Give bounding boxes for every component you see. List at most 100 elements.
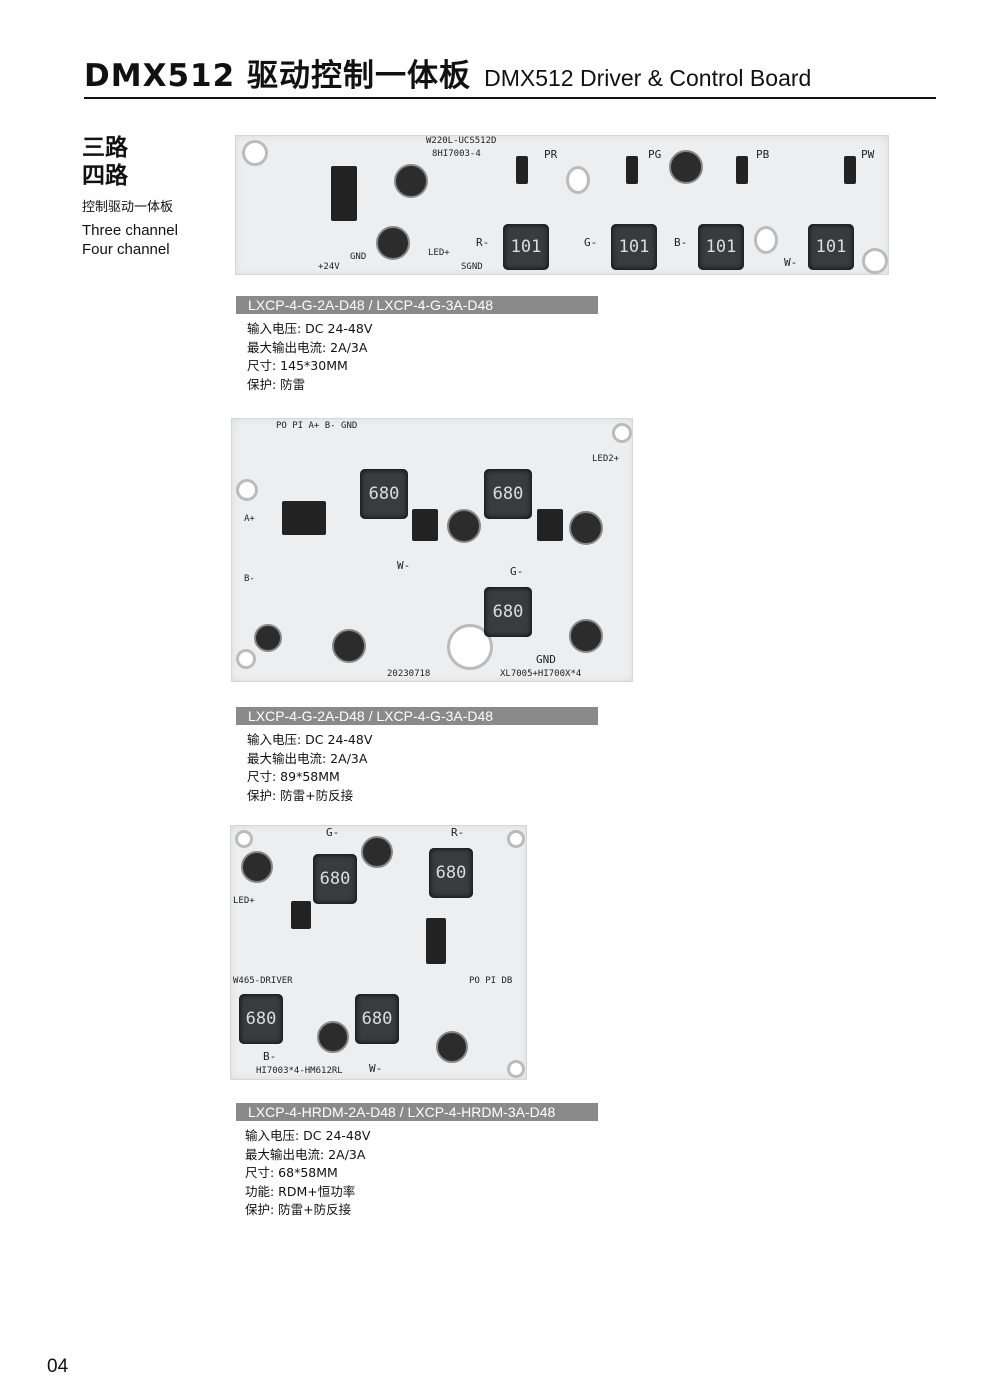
spec-input-voltage: 输入电压: DC 24-48V: [247, 732, 373, 747]
mount-hole: [236, 649, 256, 669]
spec-protection: 保护: 防雷+防反接: [245, 1202, 352, 1217]
spec-protection: 保护: 防雷: [247, 376, 306, 392]
pcb-label: PG: [648, 148, 662, 161]
capacitor: [254, 624, 282, 652]
mount-hole: [754, 226, 778, 254]
pcb-image-2: PO PI A+ B- GND 680 680 680 20230718 XL7…: [231, 418, 633, 682]
pcb-label: R-: [451, 826, 465, 839]
mount-hole: [507, 1060, 525, 1078]
inductor: 680: [355, 994, 399, 1044]
spec-max-current: 最大输出电流: 2A/3A: [247, 339, 368, 355]
spec-input-voltage: 输入电压: DC 24-48V: [247, 321, 373, 336]
capacitor: [332, 629, 366, 663]
ic-chip: [412, 509, 438, 541]
pcb-label: G-: [510, 565, 524, 578]
pcb-label: B-: [263, 1050, 277, 1063]
mount-hole: [566, 166, 590, 194]
spec-size: 尺寸: 68*58MM: [245, 1165, 338, 1180]
inductor: 680: [360, 469, 408, 519]
inductor: 101: [611, 224, 657, 270]
spec-size: 尺寸: 145*30MM: [247, 358, 348, 373]
pcb-label: GND: [536, 653, 556, 666]
section-en2: Four channel: [82, 241, 170, 258]
diode: [626, 156, 638, 184]
board-code: W220L-UCS512D: [426, 136, 497, 146]
capacitor: [241, 851, 273, 883]
diode: [516, 156, 528, 184]
pcb-label: +24V: [318, 262, 340, 272]
pcb-label: W-: [784, 256, 798, 269]
capacitor: [361, 836, 393, 868]
inductor: 101: [698, 224, 744, 270]
inductor: 680: [313, 854, 357, 904]
spec-list-2: 输入电压: DC 24-48V 最大输出电流: 2A/3A 尺寸: 89*58M…: [247, 731, 372, 805]
pcb-image-1: W220L-UCS512D 8HI7003-4 101 101 101 101 …: [235, 135, 889, 275]
capacitor: [394, 164, 428, 198]
ic-chip: [331, 166, 357, 221]
header-divider: [84, 97, 936, 99]
inductor: 680: [239, 994, 283, 1044]
mount-hole: [862, 248, 888, 274]
title-en: DMX512 Driver & Control Board: [484, 65, 812, 91]
pcb-label: PO PI A+ B- GND: [276, 421, 358, 431]
capacitor: [376, 226, 410, 260]
pcb-label: GND: [350, 252, 367, 262]
capacitor: [569, 619, 603, 653]
capacitor: [436, 1031, 468, 1063]
model-bar-2: LXCP-4-G-2A-D48 / LXCP-4-G-3A-D48: [236, 707, 598, 725]
board-code: XL7005+HI700X*4: [500, 669, 582, 679]
ic-chip: [291, 901, 311, 929]
inductor: 680: [429, 848, 473, 898]
pcb-label: G-: [584, 236, 598, 249]
pcb-label: A+: [244, 514, 255, 524]
capacitor: [317, 1021, 349, 1053]
spec-max-current: 最大输出电流: 2A/3A: [247, 750, 368, 766]
section-line1: 三路: [82, 135, 128, 161]
pcb-label: LED2+: [592, 454, 620, 464]
mount-hole: [242, 140, 268, 166]
pcb-label: PW: [861, 148, 875, 161]
board-date: 20230718: [387, 669, 431, 679]
diode: [844, 156, 856, 184]
pcb-label: R-: [476, 236, 490, 249]
board-code: HI7003*4-HM612RL: [256, 1066, 343, 1076]
pcb-label: W-: [369, 1062, 383, 1075]
diode: [736, 156, 748, 184]
mount-hole: [235, 830, 253, 848]
spec-input-voltage: 输入电压: DC 24-48V: [245, 1128, 371, 1143]
pcb-label: LED+: [428, 248, 450, 258]
pcb-label: W-: [397, 559, 411, 572]
model-bar-3: LXCP-4-HRDM-2A-D48 / LXCP-4-HRDM-3A-D48: [236, 1103, 598, 1121]
pcb-label: B-: [674, 236, 688, 249]
page-title: DMX512 驱动控制一体板 DMX512 Driver & Control B…: [84, 50, 811, 95]
pcb-label: G-: [326, 826, 340, 839]
pcb-image-3: 680 680 680 680 G- R- B- W- LED+ PO PI D…: [230, 825, 527, 1080]
spec-list-1: 输入电压: DC 24-48V 最大输出电流: 2A/3A 尺寸: 145*30…: [247, 320, 372, 394]
capacitor: [447, 509, 481, 543]
spec-protection: 保护: 防雷+防反接: [247, 787, 354, 803]
pcb-label: LED+: [233, 896, 255, 906]
section-label: 三路 四路 控制驱动一体板 Three channel Four channel: [82, 134, 178, 259]
capacitor: [669, 150, 703, 184]
page-number: 04: [47, 1356, 69, 1377]
inductor: 680: [484, 587, 532, 637]
board-code2: W465-DRIVER: [233, 976, 293, 986]
pcb-label: B-: [244, 574, 255, 584]
pcb-label: PO PI DB: [469, 976, 513, 986]
section-subtitle: 控制驱动一体板: [82, 200, 174, 215]
section-line2: 四路: [82, 163, 128, 189]
pcb-label: SGND: [461, 262, 483, 272]
ic-chip: [282, 501, 326, 535]
mount-hole: [612, 423, 632, 443]
inductor: 680: [484, 469, 532, 519]
capacitor: [569, 511, 603, 545]
title-cn: DMX512 驱动控制一体板: [84, 58, 471, 94]
pcb-label: PB: [756, 148, 770, 161]
section-en1: Three channel: [82, 222, 178, 239]
pcb-label: PR: [544, 148, 558, 161]
inductor: 101: [808, 224, 854, 270]
spec-size: 尺寸: 89*58MM: [247, 769, 340, 784]
inductor: 101: [503, 224, 549, 270]
model-bar-1: LXCP-4-G-2A-D48 / LXCP-4-G-3A-D48: [236, 296, 598, 314]
